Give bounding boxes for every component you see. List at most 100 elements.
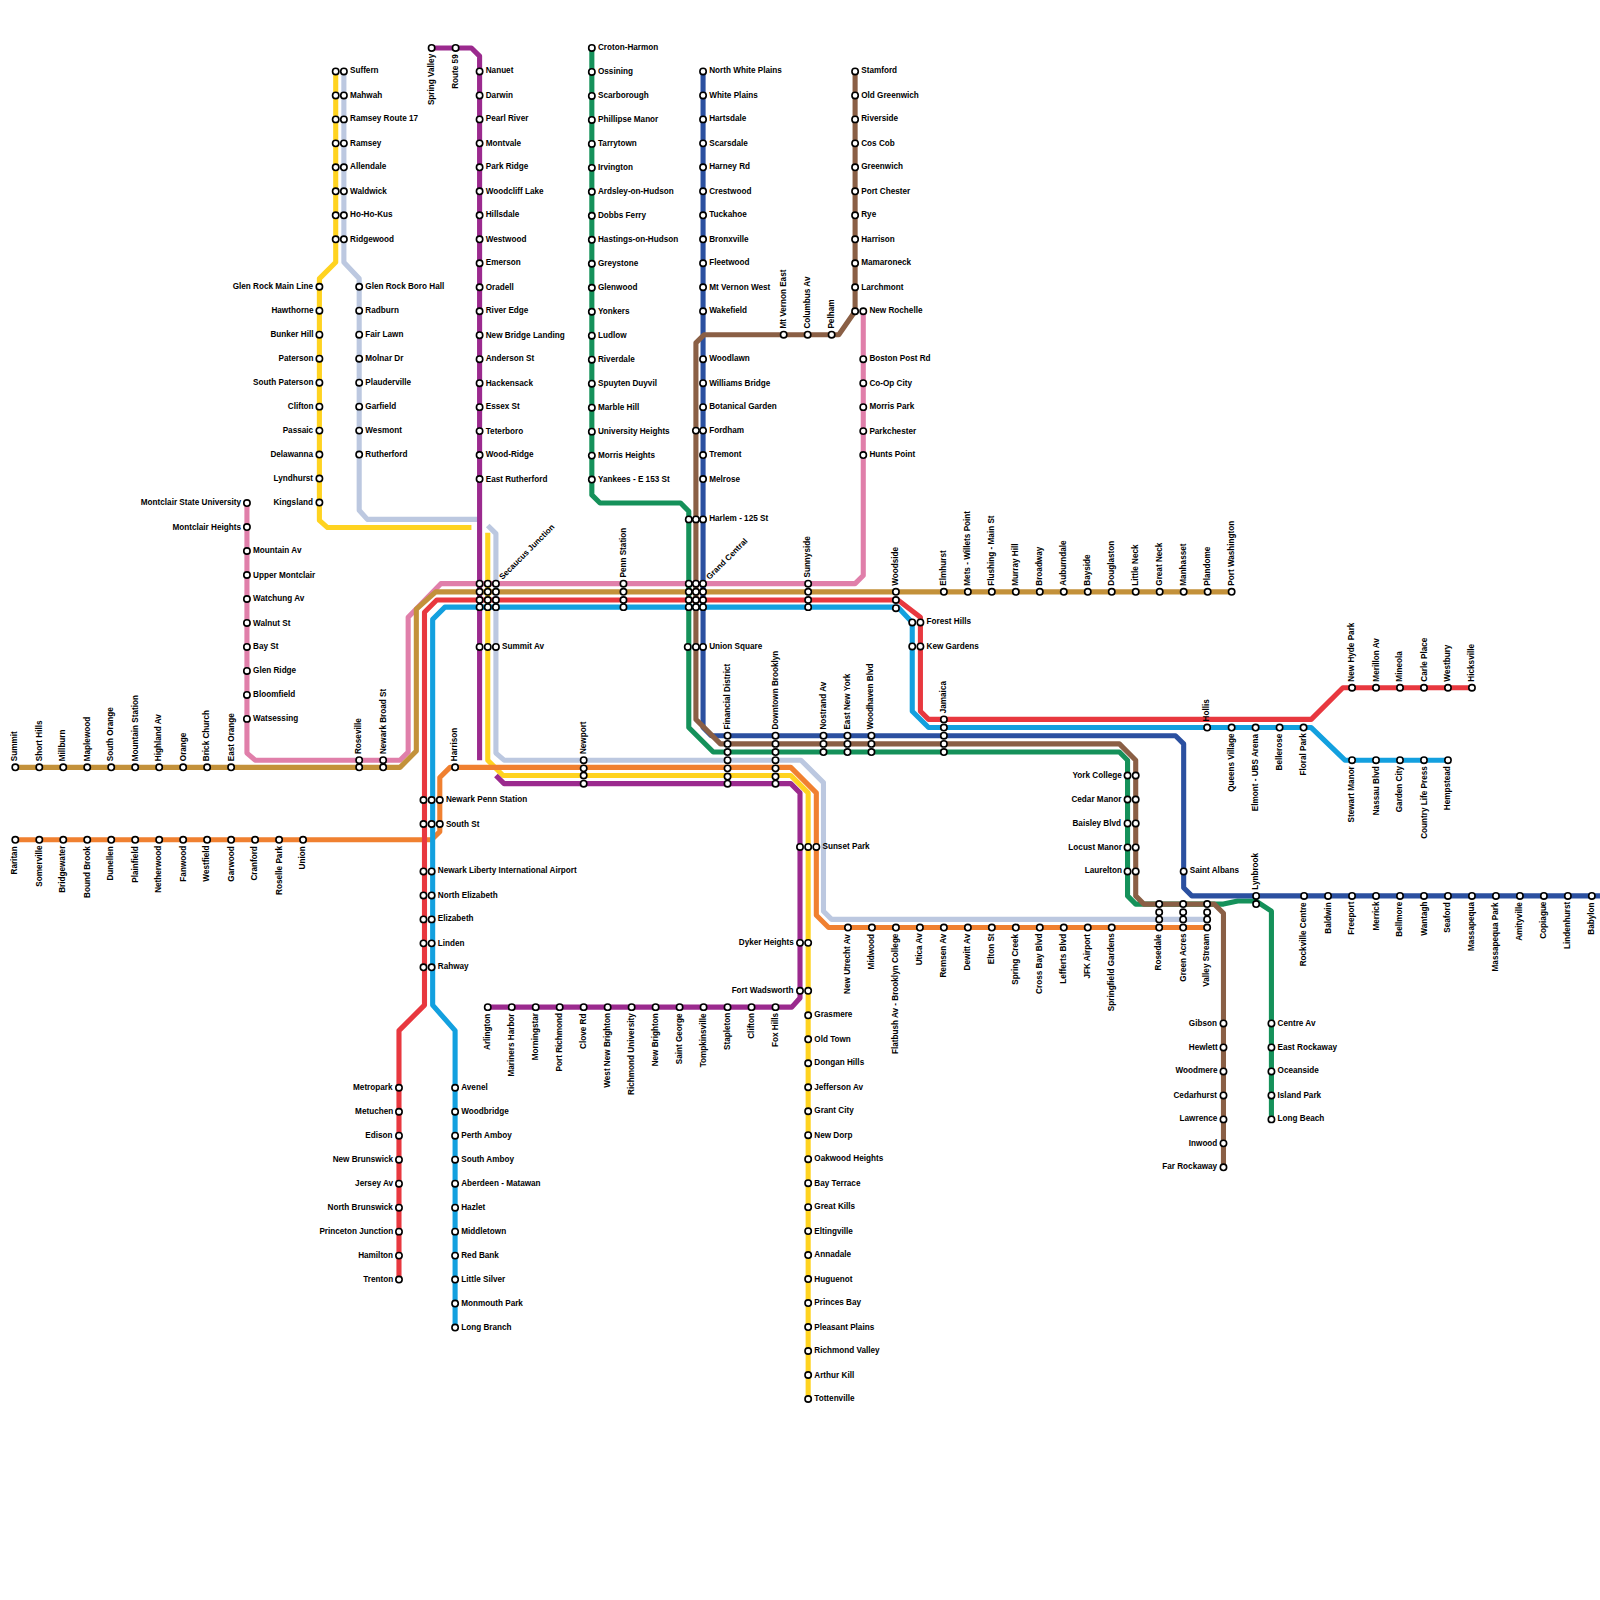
station-label: Great Neck: [1156, 543, 1164, 586]
station-label: Elton St: [988, 933, 996, 964]
station-label: Wakefield: [709, 307, 747, 315]
station-dot: [941, 924, 947, 930]
station-dot: [204, 837, 210, 843]
station-label: Oakwood Heights: [814, 1155, 883, 1163]
station-dot: [333, 140, 339, 146]
station-dot: [628, 1004, 634, 1010]
station-dot: [693, 604, 699, 610]
station-dot: [724, 733, 730, 739]
station-dot: [868, 741, 874, 747]
station-label: Douglaston: [1108, 541, 1116, 586]
station-label: Rutherford: [365, 451, 407, 459]
station-dot: [1204, 924, 1210, 930]
station-dot: [700, 644, 706, 650]
station-dot: [333, 236, 339, 242]
station-label: Pleasant Plains: [814, 1323, 874, 1331]
station-label: Cranford: [251, 846, 259, 880]
station-dot: [1565, 893, 1571, 899]
station-dot: [805, 940, 811, 946]
station-dot: [860, 404, 866, 410]
station-label: Larchmont: [861, 283, 903, 291]
station-dot: [724, 773, 730, 779]
station-dot: [244, 596, 250, 602]
station-dot: [244, 644, 250, 650]
station-label: Riverdale: [598, 356, 635, 364]
station-dot: [108, 837, 114, 843]
station-dot: [844, 741, 850, 747]
station-dot: [869, 924, 875, 930]
station-label: Scarborough: [598, 92, 649, 100]
north-jersey-coast-line: [433, 607, 1448, 1327]
station-dot: [700, 68, 706, 74]
station-dot: [805, 1348, 811, 1354]
station-dot: [1109, 589, 1115, 595]
station-dot: [772, 757, 778, 763]
station-dot: [1349, 757, 1355, 763]
station-label: Woodside: [892, 547, 900, 586]
station-label: Mahwah: [350, 91, 382, 99]
station-dot: [476, 332, 482, 338]
station-dot: [1085, 924, 1091, 930]
station-dot: [589, 381, 595, 387]
station-label: Locust Manor: [1068, 843, 1122, 851]
station-dot: [316, 332, 322, 338]
station-label: Saint George: [676, 1013, 684, 1064]
station-label: Copiague: [1540, 902, 1548, 939]
station-dot: [428, 964, 434, 970]
station-dot: [1268, 1092, 1274, 1098]
station-dot: [772, 773, 778, 779]
station-label: Spring Creek: [1012, 934, 1020, 985]
station-dot: [805, 1108, 811, 1114]
new-haven-line: [696, 71, 1224, 1167]
station-dot: [356, 757, 362, 763]
station-dot: [476, 380, 482, 386]
station-label: Fox Hills: [771, 1013, 779, 1047]
station-dot: [685, 644, 691, 650]
station-label: Trenton: [363, 1276, 393, 1284]
station-dot: [941, 724, 947, 730]
station-dot: [693, 427, 699, 433]
station-dot: [316, 499, 322, 505]
station-dot: [581, 757, 587, 763]
station-dot: [533, 1004, 539, 1010]
station-label: Carle Place: [1420, 638, 1428, 682]
station-dot: [581, 765, 587, 771]
station-label: Plauderville: [365, 379, 411, 387]
station-dot: [420, 892, 426, 898]
station-label: Tompkinsville: [699, 1014, 707, 1068]
station-dot: [420, 868, 426, 874]
station-label: Route 59: [452, 54, 460, 88]
station-dot: [1517, 893, 1523, 899]
station-dot: [852, 164, 858, 170]
station-label: South Orange: [107, 707, 115, 761]
station-label: Hollis: [1203, 699, 1211, 721]
station-dot: [772, 733, 778, 739]
station-label: Edison: [365, 1132, 392, 1140]
station-dot: [589, 189, 595, 195]
station-label: Financial District: [723, 664, 731, 730]
station-dot: [860, 356, 866, 362]
station-dot: [333, 68, 339, 74]
station-label: New Utrecht Av: [844, 934, 852, 994]
station-dot: [805, 1252, 811, 1258]
station-label: Dobbs Ferry: [598, 212, 646, 220]
station-label: Bellmore: [1396, 902, 1404, 937]
station-label: North Elizabeth: [438, 891, 498, 899]
station-dot: [380, 764, 386, 770]
station-dot: [36, 837, 42, 843]
station-dot: [36, 764, 42, 770]
station-label: Baldwin: [1324, 902, 1332, 933]
station-label: Montvale: [486, 139, 521, 147]
station-dot: [1421, 893, 1427, 899]
station-dot: [476, 581, 482, 587]
station-label: Merrick: [1372, 902, 1380, 931]
station-dot: [452, 1228, 458, 1234]
station-dot: [108, 764, 114, 770]
station-dot: [1061, 589, 1067, 595]
station-label: Hicksville: [1468, 644, 1476, 682]
station-dot: [589, 261, 595, 267]
station-dot: [805, 1060, 811, 1066]
station-label: Centre Av: [1278, 1019, 1316, 1027]
station-dot: [620, 604, 626, 610]
